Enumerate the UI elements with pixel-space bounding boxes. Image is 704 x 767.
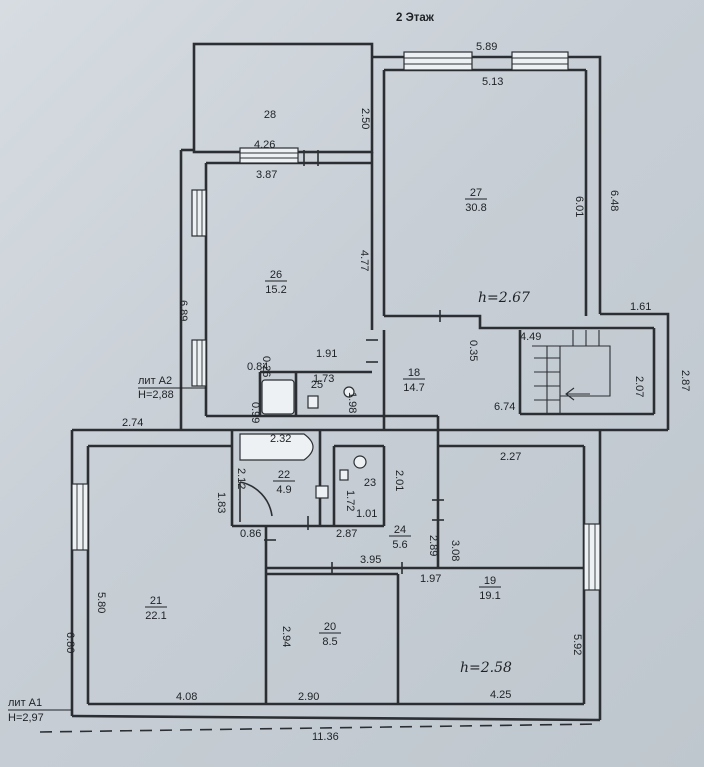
- windows: [71, 51, 601, 591]
- room-number: 21: [150, 595, 162, 607]
- dimension-label: 0.35: [467, 340, 479, 361]
- room-number: 28: [264, 109, 276, 121]
- room-number: 24: [394, 524, 406, 536]
- walls-upper: [179, 42, 670, 430]
- handwritten-height: h=2.67: [478, 290, 530, 306]
- dimension-label: 2.87: [679, 370, 691, 391]
- dimension-label: 2.27: [500, 451, 521, 463]
- room-area: 5.6: [392, 539, 407, 551]
- room-area: 19.1: [479, 590, 500, 602]
- dimension-label: 6.89: [177, 300, 189, 321]
- dimension-label: 0.84: [247, 361, 268, 373]
- fixtures: [239, 379, 367, 522]
- dimension-label: 4.49: [520, 331, 541, 343]
- dimension-label: 1.91: [316, 348, 337, 360]
- dimension-label: 4.26: [254, 139, 275, 151]
- room-number: 18: [408, 367, 420, 379]
- dimension-label: 2.32: [270, 433, 291, 445]
- dimension-label: 3.95: [360, 554, 381, 566]
- dimension-label: 2.87: [336, 528, 357, 540]
- room-number: 26: [270, 269, 282, 281]
- bathtub-icon-2: [239, 433, 314, 461]
- dimension-label: 2.74: [122, 417, 143, 429]
- room-number: 25: [311, 379, 323, 391]
- block-name: лит А1: [8, 697, 42, 709]
- block-name: лит А2: [138, 375, 172, 387]
- dimension-label: 0.99: [249, 402, 261, 423]
- room-area: 30.8: [465, 202, 486, 214]
- dimension-label: 1.97: [420, 573, 441, 585]
- dimension-label: 1.98: [346, 392, 358, 413]
- plan-title: 2 Этаж: [396, 12, 435, 24]
- room-number: 22: [278, 469, 290, 481]
- dimension-label: 1.72: [344, 490, 356, 511]
- dimension-label: 6.48: [608, 190, 620, 211]
- room-area: 22.1: [145, 610, 166, 622]
- dimension-label: 4.77: [358, 250, 370, 271]
- staircase: [532, 330, 611, 414]
- room-number: 23: [364, 477, 376, 489]
- handwritten-height: h=2.58: [460, 660, 512, 676]
- dimension-label: 2.12: [235, 468, 247, 489]
- dimension-label: 2.90: [298, 691, 319, 703]
- block-height: Н=2,97: [8, 712, 44, 724]
- dimension-label: 4.08: [176, 691, 197, 703]
- dimension-label: 0.26: [260, 356, 272, 377]
- dimension-label: 1.83: [215, 492, 227, 513]
- sink-icon: [343, 386, 355, 398]
- door-marks: [264, 150, 444, 574]
- room-area: 15.2: [265, 284, 286, 296]
- block-height: Н=2,88: [138, 389, 174, 401]
- dimension-label: 3.87: [256, 169, 277, 181]
- dimension-label: 1.01: [356, 508, 377, 520]
- dimension-label: 1.61: [630, 301, 651, 313]
- room-number: 20: [324, 621, 336, 633]
- room-number: 27: [470, 187, 482, 199]
- dimension-label: 6.01: [573, 196, 585, 217]
- dimension-label: 0.86: [240, 528, 261, 540]
- sink-icon-2: [353, 455, 367, 469]
- dimension-label: 3.08: [449, 540, 461, 561]
- room-number: 19: [484, 575, 496, 587]
- dimension-label: 2.94: [280, 626, 292, 647]
- dimension-label: 2.07: [633, 376, 645, 397]
- toilet-icon-3: [339, 469, 349, 481]
- room-area: 14.7: [403, 382, 424, 394]
- dimension-label: 5.92: [571, 634, 583, 655]
- dimension-label: 2.01: [393, 470, 405, 491]
- dimension-label: 5.80: [95, 592, 107, 613]
- dimension-label: 11.36: [312, 731, 339, 743]
- room-area: 4.9: [276, 484, 291, 496]
- toilet-icon-2: [315, 485, 329, 499]
- dimension-labels: 5.89 5.13 2.50 4.26 3.87 6.01 6.48 4.77 6.89 1.61…: [64, 41, 691, 743]
- dimension-label: 5.13: [482, 76, 503, 88]
- room-labels: 28 27 30.8 26 15.2 25 18 14.7 22 4.9 23 24 5.6 21 22.1…: [145, 109, 501, 648]
- dimension-label: 1.73: [313, 373, 334, 385]
- bathtub-icon: [261, 379, 295, 415]
- dimension-label: 6.74: [494, 401, 515, 413]
- dimension-label: 6.80: [64, 632, 76, 653]
- block-labels: лит А2 Н=2,88 лит А1 Н=2,97: [8, 375, 206, 724]
- dimension-label: 2.50: [359, 108, 371, 129]
- door-swing: [239, 481, 273, 517]
- toilet-icon: [307, 395, 319, 409]
- dimension-label: 4.25: [490, 689, 511, 701]
- outline-dashed: [39, 723, 601, 733]
- dimension-label: 5.89: [476, 41, 497, 53]
- dimension-label: 2.89: [427, 535, 439, 556]
- room-area: 8.5: [322, 636, 337, 648]
